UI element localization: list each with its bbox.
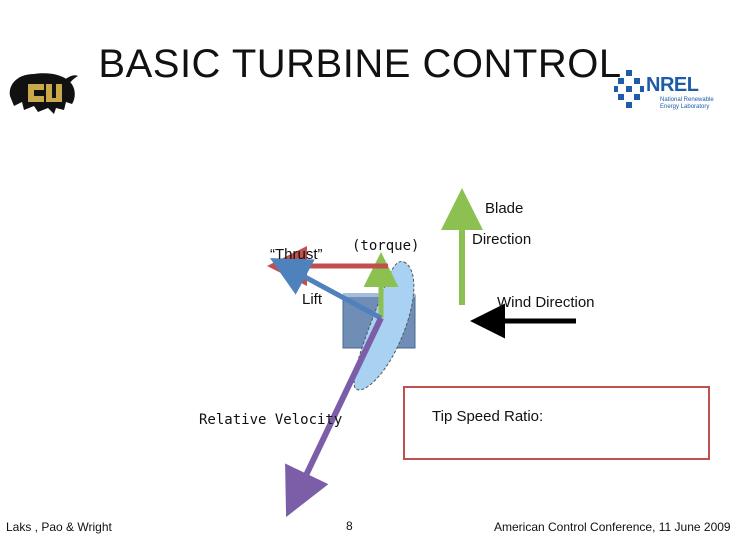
- footer-conference: American Control Conference, 11 June 200…: [494, 520, 731, 534]
- nrel-logo-subtitle: National Renewable Energy Laboratory: [660, 97, 714, 111]
- footer-authors: Laks , Pao & Wright: [6, 520, 112, 534]
- cu-buffalo-logo-icon: [9, 73, 78, 114]
- blade-label: Blade: [485, 200, 524, 217]
- torque-label: (torque): [352, 238, 420, 254]
- relative-velocity-arrow: [285, 316, 384, 518]
- lift-label: Lift: [302, 291, 323, 308]
- slide-title: BASIC TURBINE CONTROL: [98, 42, 622, 86]
- wind-direction-label: Wind Direction: [497, 294, 595, 311]
- tip-speed-ratio-label: Tip Speed Ratio:: [432, 408, 544, 425]
- lift-arrow: [269, 258, 383, 321]
- relative-velocity-label: Relative Velocity: [199, 412, 343, 428]
- tip-speed-ratio-box: [403, 386, 710, 460]
- nrel-logo-icon: [614, 70, 644, 108]
- nrel-logo-text: NREL: [646, 74, 699, 96]
- footer-page-number: 8: [346, 519, 353, 533]
- nrel-subtitle-line2: Energy Laboratory: [660, 104, 710, 110]
- nrel-subtitle-line1: National Renewable: [660, 97, 714, 103]
- direction-label: Direction: [472, 231, 532, 248]
- thrust-label: “Thrust”: [270, 246, 323, 263]
